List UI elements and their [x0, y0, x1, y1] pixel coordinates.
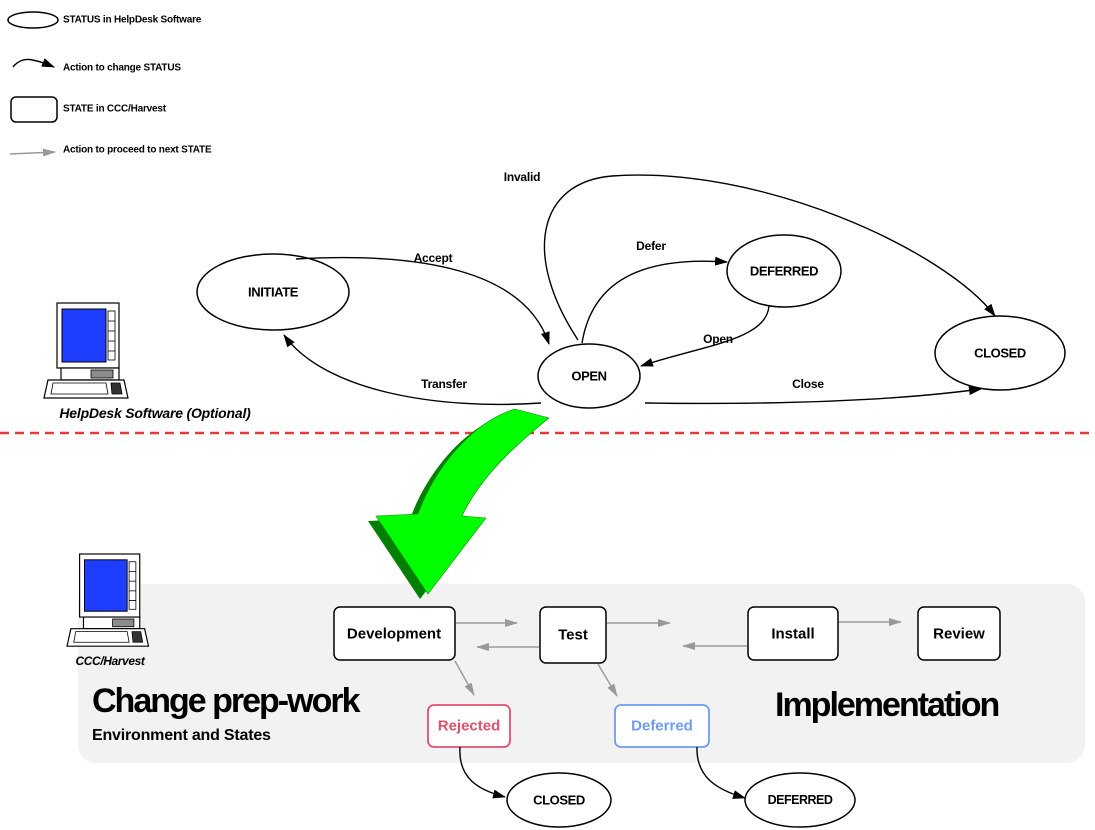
status-closed-label: CLOSED — [974, 346, 1026, 361]
action-accept-label: Accept — [414, 251, 453, 265]
status-deferred-label: DEFERRED — [750, 264, 818, 279]
next-dev-to-rejected-arrow — [454, 660, 475, 696]
handoff-arrow-icon — [368, 408, 550, 599]
status-closed-final-label: CLOSED — [533, 793, 585, 808]
next-test-to-deferred-arrow — [597, 663, 618, 697]
keyboard-keys — [73, 631, 130, 643]
rejected-to-closed-arrow — [459, 746, 506, 799]
monitor-controls — [107, 310, 116, 361]
keyboard-keypad — [110, 382, 123, 395]
status-initiate — [196, 253, 350, 331]
legend-status-action-symbol — [12, 58, 55, 68]
state-install — [747, 606, 839, 661]
state-rejected-label: Rejected — [438, 718, 501, 735]
state-development-label: Development — [347, 626, 441, 643]
action-accept-arrow — [295, 256, 550, 345]
implementation-title: Implementation — [775, 686, 998, 724]
status-deferred-final-label: DEFERRED — [768, 793, 833, 807]
monitor-screen — [83, 559, 128, 612]
helpdesk-status-diagram: INITIATE OPEN DEFERRED CLOSED Accept Tra… — [196, 170, 1066, 409]
action-transfer-arrow — [283, 334, 542, 406]
status-open-label: OPEN — [571, 369, 606, 384]
state-test — [539, 606, 607, 664]
legend-status-label: STATUS in HelpDesk Software — [63, 15, 202, 26]
action-close-label: Close — [792, 377, 824, 391]
harvest-computer-icon — [66, 553, 150, 647]
handoff-arrow-body — [375, 408, 550, 595]
helpdesk-computer-icon — [43, 302, 129, 399]
action-defer-arrow — [581, 256, 728, 344]
monitor-screen — [61, 308, 107, 363]
legend-state-symbol — [10, 96, 58, 123]
prep-work-subtitle: Environment and States — [92, 727, 271, 744]
state-install-label: Install — [771, 626, 814, 643]
legend-status-action-label: Action to change STATUS — [63, 63, 181, 74]
deferred-to-deferred-arrow — [696, 746, 746, 799]
legend-state-label: STATE in CCC/Harvest — [63, 104, 167, 115]
state-test-label: Test — [558, 627, 588, 644]
action-defer-label: Defer — [636, 239, 666, 253]
keyboard-keypad — [131, 631, 144, 643]
action-close-arrow — [644, 386, 982, 405]
state-deferred-label: Deferred — [631, 718, 693, 735]
keyboard-keys — [50, 382, 109, 395]
monitor-control-lines — [108, 320, 115, 352]
legend-state-action-symbol — [9, 148, 56, 157]
legend-status-symbol — [7, 11, 59, 29]
legend: STATUS in HelpDesk Software Action to ch… — [7, 11, 212, 157]
harvest-state-diagram: Development Test Install Review Rejected… — [333, 606, 1001, 828]
legend-state-action-label: Action to proceed to next STATE — [63, 145, 212, 156]
state-deferred — [614, 704, 710, 748]
monitor-control-lines — [129, 571, 136, 601]
action-transfer-label: Transfer — [421, 377, 467, 391]
harvest-caption: CCC/Harvest — [76, 654, 146, 668]
monitor-controls — [128, 561, 137, 610]
state-development — [333, 606, 456, 661]
state-review-label: Review — [933, 626, 985, 643]
prep-work-title: Change prep-work — [92, 682, 361, 720]
state-rejected — [427, 704, 511, 748]
status-open — [537, 343, 641, 409]
action-invalid-arrow — [543, 174, 996, 341]
status-deferred — [726, 234, 842, 308]
disk-drive — [90, 369, 114, 379]
action-open-arrow — [640, 305, 770, 367]
action-invalid-label: Invalid — [504, 170, 541, 184]
status-deferred-final — [744, 772, 856, 828]
action-open-label: Open — [703, 332, 733, 346]
status-initiate-label: INITIATE — [248, 285, 299, 300]
helpdesk-caption: HelpDesk Software (Optional) — [59, 405, 251, 421]
disk-drive — [112, 618, 135, 628]
state-review — [917, 606, 1001, 661]
status-closed — [934, 315, 1066, 391]
status-closed-final — [506, 772, 612, 828]
